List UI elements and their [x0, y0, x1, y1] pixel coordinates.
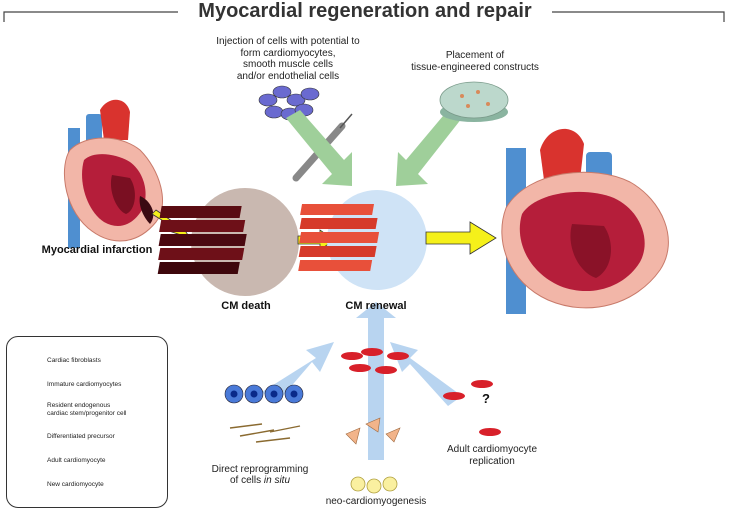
title-bracket — [3, 11, 725, 22]
legend-item-immature: Immature cardiomyocytes — [47, 381, 122, 388]
legend-item-adult: Adult cardiomyocyte — [47, 457, 106, 464]
legend-box: Cardiac fibroblasts Immature cardiomyocy… — [6, 336, 168, 508]
legend-item-new: New cardiomyocyte — [47, 481, 104, 488]
label-in-situ: in situ — [263, 475, 291, 486]
page-title: Myocardial regeneration and repair — [180, 0, 550, 23]
legend-item-fibroblasts: Cardiac fibroblasts — [47, 357, 101, 364]
label-adult-replication: Adult cardiomyocyte replication — [446, 444, 538, 467]
label-neo-cardiomyogenesis: neo-cardiomyogenesis — [325, 496, 427, 507]
adult-cardiomyocytes — [443, 380, 501, 436]
healthy-heart — [501, 128, 669, 314]
differentiated-precursors — [345, 417, 401, 445]
label-direct-reprogramming: Direct reprogramming of cells in situ — [200, 452, 320, 487]
arrow-renewal-to-healthy-heart — [425, 221, 497, 255]
cm-renewal-circle — [298, 190, 427, 290]
arrow-construct-green — [396, 110, 462, 186]
arrow-injection-green — [286, 110, 352, 186]
new-cardiomyocytes — [341, 348, 409, 374]
question-mark: ? — [482, 391, 490, 406]
infarcted-heart — [64, 99, 163, 248]
injected-cells — [258, 85, 320, 121]
fibroblasts — [229, 423, 301, 443]
label-cm-renewal: CM renewal — [345, 300, 407, 312]
label-injection: Injection of cells with potential to for… — [216, 36, 360, 82]
arrow-up-right — [390, 342, 462, 406]
arrow-up-center — [356, 302, 396, 460]
tissue-construct — [439, 81, 509, 122]
label-cm-death: CM death — [221, 300, 271, 312]
legend-item-precursor: Differentiated precursor — [47, 433, 115, 440]
immature-cardiomyocytes — [224, 384, 304, 404]
label-myocardial-infarction: Myocardial infarction — [41, 244, 153, 256]
label-placement: Placement of tissue-engineered construct… — [411, 50, 539, 73]
legend-item-progenitor: Resident endogenous cardiac stem/progeni… — [47, 402, 127, 417]
label-direct-reprogramming-text: Direct reprogramming of cells — [211, 463, 309, 487]
cm-death-circle — [157, 188, 299, 296]
progenitor-cells — [350, 476, 398, 494]
